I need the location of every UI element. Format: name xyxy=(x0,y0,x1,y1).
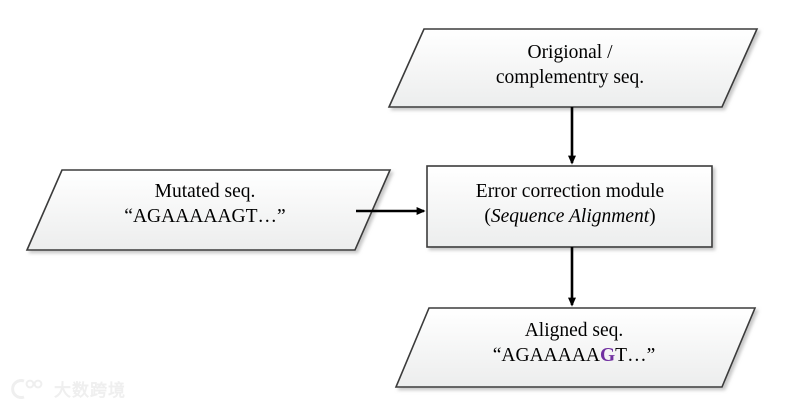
error-correction-module-shape xyxy=(426,165,713,248)
aligned-seq-shape xyxy=(394,307,757,388)
original-complementary-seq-shape xyxy=(387,28,759,108)
mutated-seq-shape xyxy=(25,169,392,251)
